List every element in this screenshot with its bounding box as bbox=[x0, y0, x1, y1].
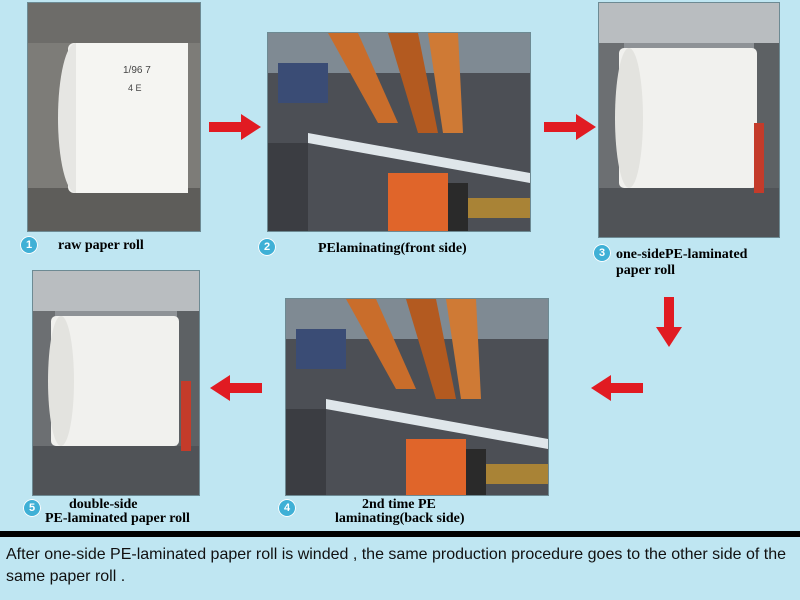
step-4-caption-line1: 2nd time PE bbox=[362, 497, 436, 512]
divider-bar bbox=[0, 531, 800, 537]
step-4-badge: 4 bbox=[278, 499, 296, 517]
arrow-down bbox=[656, 297, 682, 347]
step-5-caption-line2: PE-laminated paper roll bbox=[45, 511, 190, 526]
step-2-caption: PElaminating(front side) bbox=[318, 241, 467, 256]
arrow-right-2 bbox=[544, 114, 596, 140]
double-side-laminated-roll-photo bbox=[32, 270, 200, 496]
step-5-badge: 5 bbox=[23, 499, 41, 517]
step-3-caption-line2: paper roll bbox=[616, 263, 675, 278]
arrow-right-1 bbox=[209, 114, 261, 140]
step-1-badge: 1 bbox=[20, 236, 38, 254]
step-3-badge: 3 bbox=[593, 244, 611, 262]
arrow-left-2 bbox=[210, 375, 262, 401]
step-4-caption-line2: laminating(back side) bbox=[335, 511, 465, 526]
arrow-left-1 bbox=[591, 375, 643, 401]
process-description: After one-side PE-laminated paper roll i… bbox=[6, 546, 787, 585]
raw-paper-roll-photo: 1/96 7 4 E bbox=[27, 2, 201, 232]
step-1-caption: raw paper roll bbox=[58, 238, 144, 253]
step-3-caption-line1: one-sidePE-laminated bbox=[616, 247, 748, 262]
one-side-laminated-roll-photo bbox=[598, 2, 780, 238]
step-2-badge: 2 bbox=[258, 238, 276, 256]
front-lamination-machine-photo bbox=[267, 32, 531, 232]
svg-text:1/96 7: 1/96 7 bbox=[123, 65, 151, 76]
step-5-caption-line1: double-side bbox=[69, 497, 138, 512]
back-lamination-machine-photo bbox=[285, 298, 549, 496]
svg-text:4 E: 4 E bbox=[128, 83, 142, 93]
